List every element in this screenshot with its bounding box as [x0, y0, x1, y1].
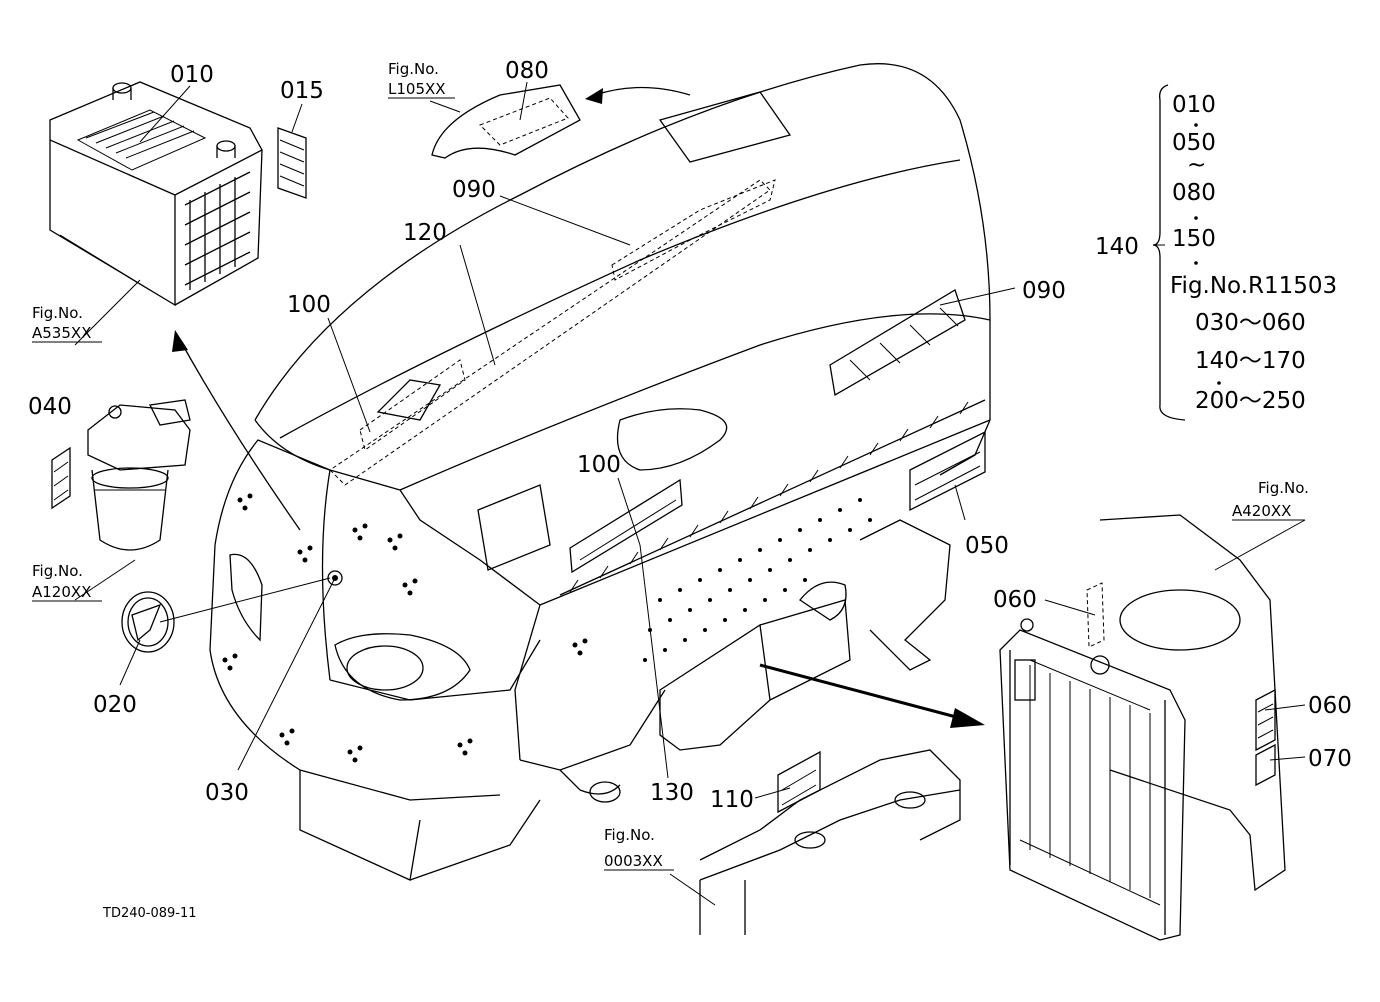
drawing-code: TD240-089-11 [102, 906, 197, 921]
decal-090-top [611, 179, 776, 281]
callout-070: 070 [1308, 746, 1352, 772]
set-140-row-5: Fig.No.R11503 [1170, 273, 1337, 299]
fig-ref-l105-prefix: Fig.No. [388, 60, 439, 78]
decal-015 [277, 127, 307, 199]
callout-080: 080 [505, 58, 549, 84]
set-140-row-4: 150 [1172, 226, 1216, 252]
callout-040: 040 [28, 394, 72, 420]
fig-ref-a120-prefix: Fig.No. [32, 562, 83, 580]
fig-ref-0003-code: 0003XX [604, 852, 663, 870]
set-140-row-6: 030～060 [1195, 310, 1306, 336]
bolt-030 [327, 570, 343, 586]
callout-050: 050 [965, 533, 1009, 559]
fig-ref-a535-code: A535XX [32, 324, 91, 342]
decal-100-side [569, 478, 683, 574]
callout-030: 030 [205, 780, 249, 806]
decal-060-side [1255, 688, 1276, 752]
callout-015: 015 [280, 78, 324, 104]
set-140-row-2: ~ [1187, 152, 1206, 178]
callout-020: 020 [93, 692, 137, 718]
fig-ref-0003-prefix: Fig.No. [604, 826, 655, 844]
callout-120: 120 [403, 220, 447, 246]
figure-references: Fig.No. L105XX Fig.No. A535XX Fig.No. A1… [32, 60, 1309, 871]
fig-ref-l105-code: L105XX [388, 80, 446, 98]
set-140-row-0: 010 [1172, 92, 1216, 118]
decal-050 [909, 430, 986, 512]
fuel-filter-illustration [87, 399, 191, 551]
set-140-row-1: 050 [1172, 130, 1216, 156]
cap-020 [121, 591, 175, 653]
callout-110: 110 [710, 787, 754, 813]
callout-090-side: 090 [1022, 278, 1066, 304]
set-140-row-3: 080 [1172, 180, 1216, 206]
decal-100-top [359, 359, 466, 451]
callout-060-top: 060 [993, 587, 1037, 613]
engine-frame-illustration [659, 519, 961, 935]
set-140-row-8: 200～250 [1195, 388, 1306, 414]
fig-ref-a120-code: A120XX [32, 583, 91, 601]
decal-060-top [1086, 582, 1105, 648]
bonnet-illustration [209, 63, 991, 881]
callout-090-top: 090 [452, 177, 496, 203]
set-140-list: 010 050 ~ 080 150 Fig.No.R11503 030～060 … [1170, 92, 1337, 414]
callout-labels: 010 015 080 090 120 100 090 040 100 050 … [28, 58, 1352, 813]
set-140-bracket [1152, 84, 1186, 421]
callout-060-side: 060 [1308, 693, 1352, 719]
fig-ref-a420-prefix: Fig.No. [1258, 479, 1309, 497]
radiator-illustration [999, 514, 1286, 941]
decal-070 [1255, 743, 1276, 787]
leader-lines [74, 81, 1306, 906]
callout-100-side: 100 [577, 452, 621, 478]
callout-130: 130 [650, 780, 694, 806]
battery-illustration [49, 81, 263, 307]
callout-140: 140 [1095, 234, 1139, 260]
decal-080 [431, 84, 581, 159]
set-140-row-7: 140～170 [1195, 348, 1306, 374]
decal-040 [51, 446, 71, 510]
fig-ref-a535-prefix: Fig.No. [32, 304, 83, 322]
callout-010: 010 [170, 62, 214, 88]
assembly-arrows [172, 86, 985, 728]
fig-ref-a420-code: A420XX [1232, 502, 1291, 520]
decal-090-side [829, 289, 966, 397]
callout-100-top: 100 [287, 292, 331, 318]
decal-110 [777, 750, 821, 814]
